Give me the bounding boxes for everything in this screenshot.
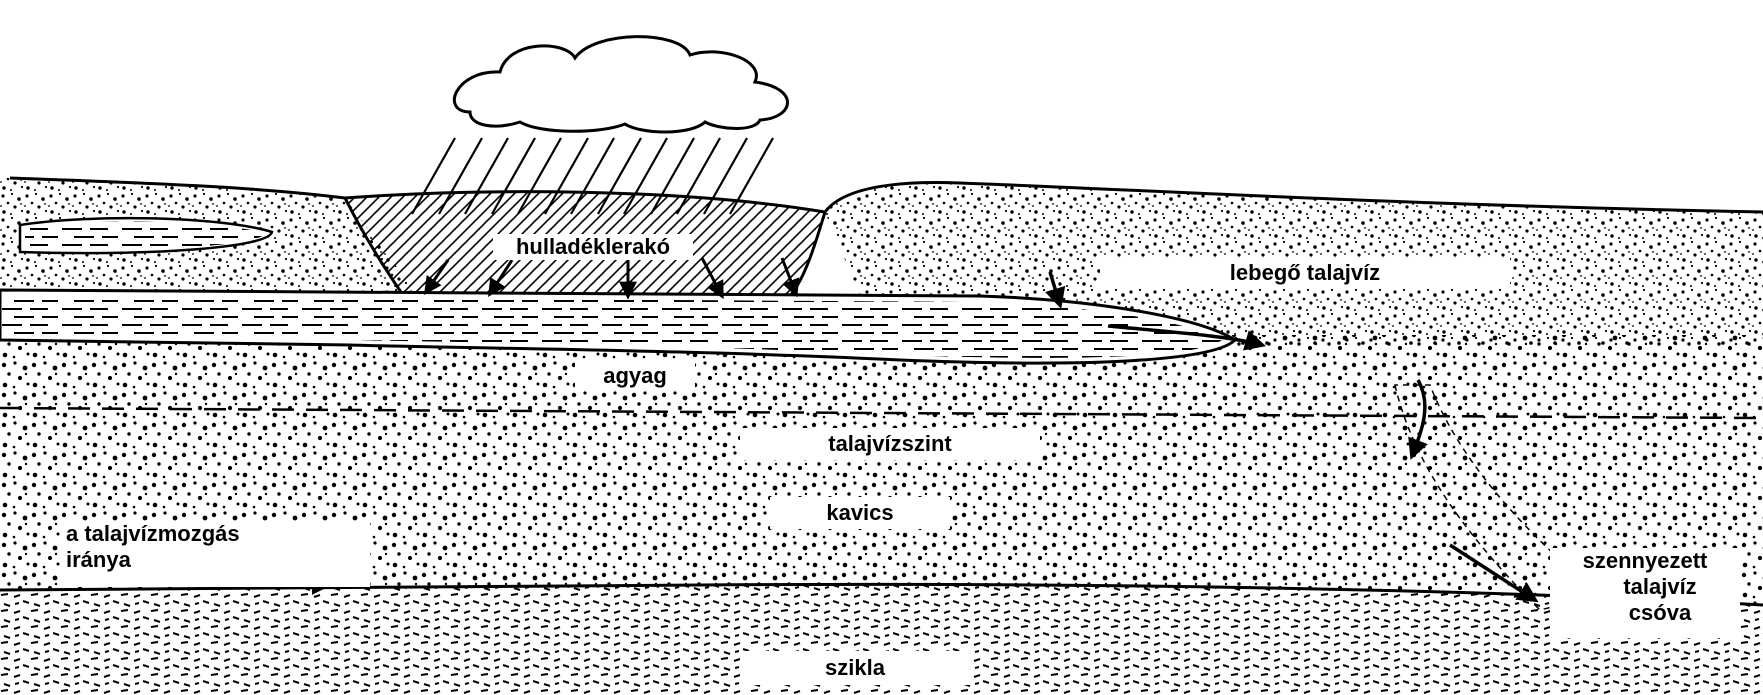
rain-cloud (454, 37, 787, 132)
plume-label-line2: talajvíz (1550, 574, 1740, 600)
clay-label: agyag (575, 361, 695, 391)
plume-label-line1: szennyezett (1550, 548, 1740, 574)
perched-water-label: lebegő talajvíz (1100, 258, 1510, 288)
flow-direction-label-line1: a talajvízmozgás (60, 521, 370, 547)
water-table-label: talajvízszint (740, 428, 1040, 460)
plume-label-line3: csóva (1550, 600, 1740, 626)
plume-label: szennyezett talajvíz csóva (1550, 548, 1740, 638)
bedrock-label: szikla (740, 651, 970, 685)
flow-direction-label: a talajvízmozgás iránya (60, 521, 370, 587)
flow-direction-label-line2: iránya (60, 547, 370, 573)
gravel-label: kavics (770, 497, 950, 529)
landfill-label: hulladéklerakó (493, 234, 693, 260)
